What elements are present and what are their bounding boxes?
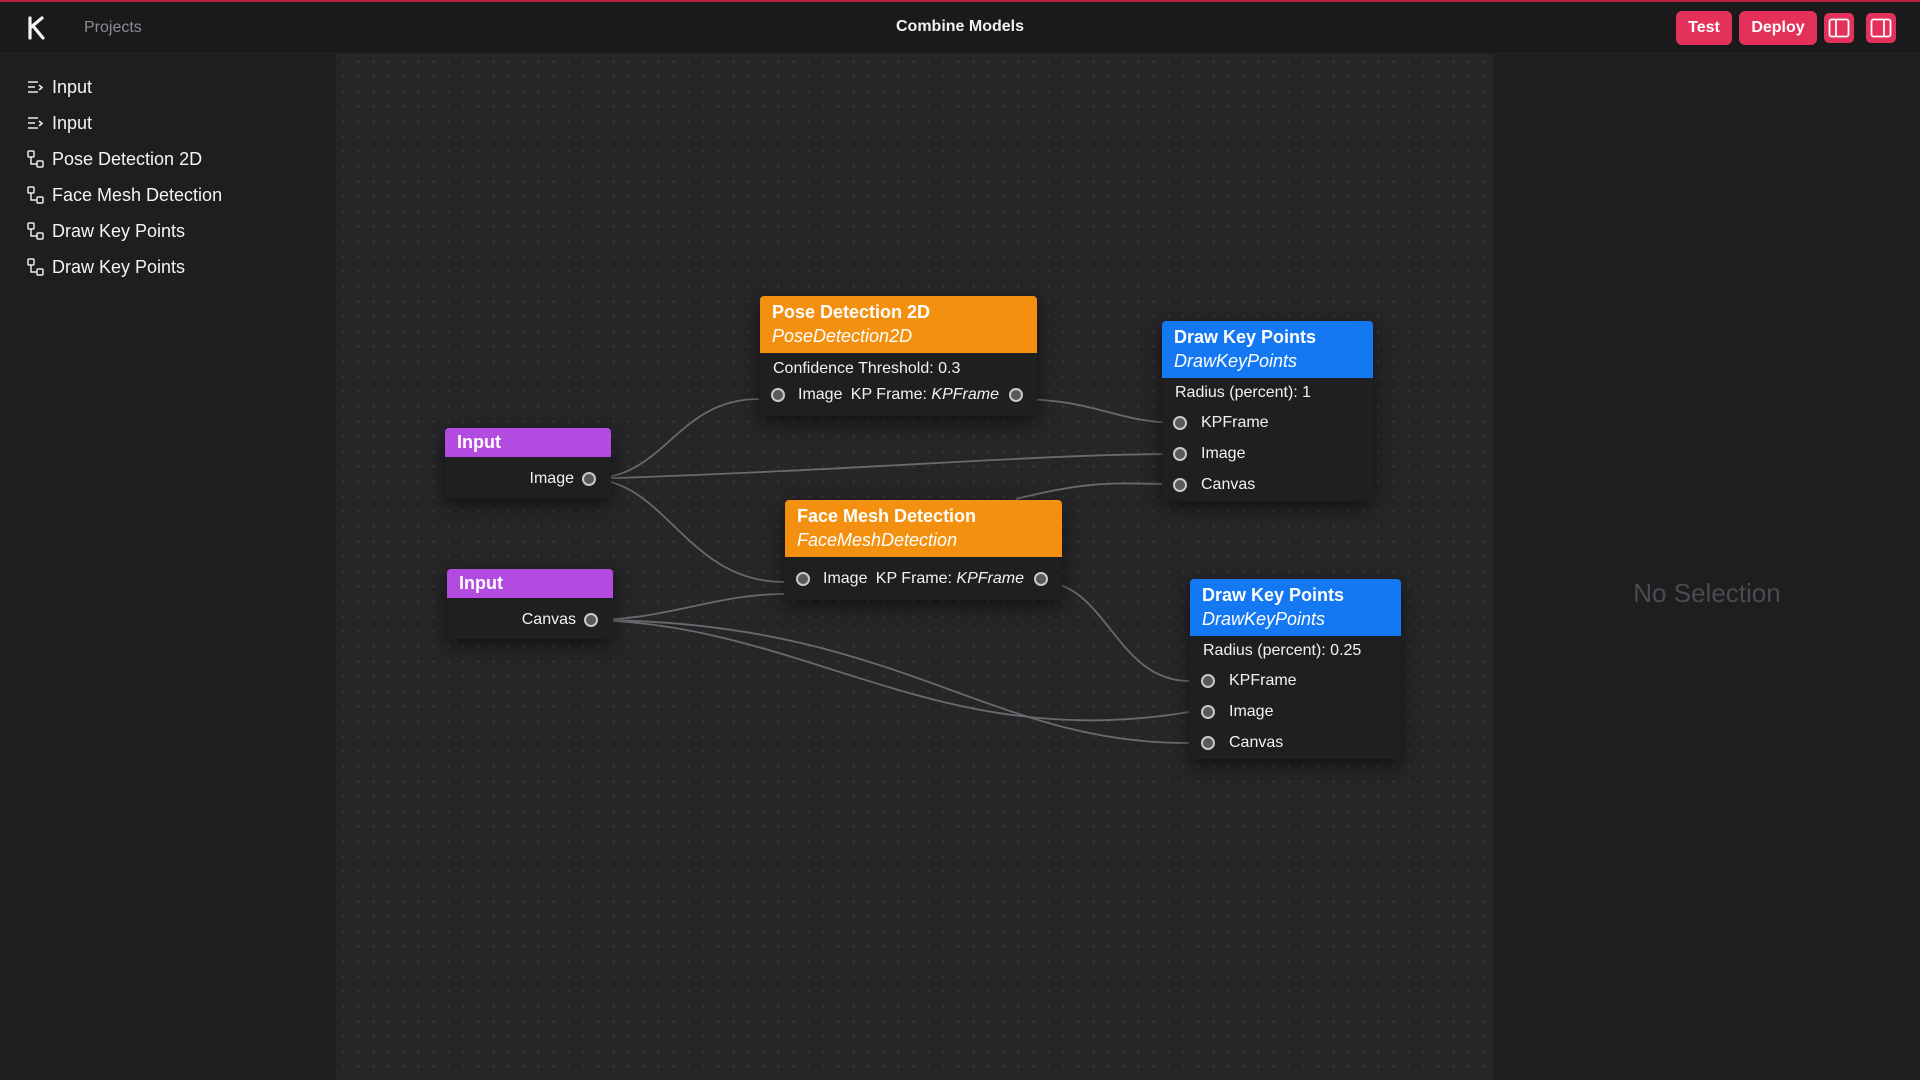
input-node[interactable]: Input Canvas (447, 569, 613, 639)
node-header: Face Mesh Detection FaceMeshDetection (785, 500, 1062, 557)
face-mesh-detection-node[interactable]: Face Mesh Detection FaceMeshDetection Im… (785, 500, 1062, 600)
input-port-image[interactable] (796, 572, 810, 586)
input-port-kpframe[interactable] (1173, 416, 1187, 430)
model-node-icon (27, 186, 44, 204)
node-title: Face Mesh Detection (797, 506, 977, 526)
port-label-prefix: KP Frame: (875, 570, 957, 587)
node-header: Draw Key Points DrawKeyPoints (1162, 321, 1373, 378)
sidebar-item-label: Draw Key Points (52, 256, 186, 277)
node-type: DrawKeyPoints (1202, 609, 1326, 629)
sidebar-item-label: Pose Detection 2D (52, 148, 203, 169)
port-label: Image (529, 470, 574, 487)
no-selection-text: No Selection (1633, 578, 1781, 608)
connection-edges (588, 398, 1190, 744)
toggle-left-panel-button[interactable] (1824, 13, 1854, 43)
node-header: Pose Detection 2D PoseDetection2D (760, 296, 1037, 353)
port-label: Canvas (521, 611, 576, 628)
node-property: Confidence Threshold: 0.3 (773, 360, 961, 377)
sidebar-item-input[interactable]: Input (26, 107, 92, 139)
node-title: Draw Key Points (1174, 327, 1317, 347)
model-node-icon (27, 222, 44, 240)
port-label: Canvas (1201, 476, 1256, 493)
edge-canvas-to-draw2-canvas (590, 619, 1190, 744)
node-title: Draw Key Points (1202, 585, 1345, 605)
sidebar-item-label: Draw Key Points (52, 220, 186, 241)
app-logo-icon[interactable] (26, 16, 48, 40)
output-port-image[interactable] (582, 472, 596, 486)
edge-canvas-to-draw2-image (590, 619, 1190, 722)
edge-image-to-pose (588, 398, 760, 480)
edge-pose-to-draw1 (1015, 398, 1181, 424)
edge-image-to-draw1-image (588, 453, 1181, 480)
port-label: KP Frame: KPFrame (851, 386, 999, 404)
port-label: Image (1229, 703, 1274, 720)
model-node-icon (27, 150, 44, 168)
page-title: Combine Models (895, 18, 1024, 35)
sidebar-item-input[interactable]: Input (26, 71, 92, 103)
node-list-sidebar: Input Input Pose Detection 2D Face Mesh … (10, 54, 336, 1080)
draw-key-points-node[interactable]: Draw Key Points DrawKeyPoints Radius (pe… (1190, 579, 1401, 759)
input-port-image[interactable] (1173, 447, 1187, 461)
node-type: DrawKeyPoints (1174, 351, 1298, 371)
input-port-canvas[interactable] (1173, 478, 1187, 492)
edge-face-to-draw2-kpframe (1041, 581, 1190, 682)
sidebar-item-pose-detection[interactable]: Pose Detection 2D (26, 143, 202, 175)
node-type: PoseDetection2D (772, 326, 913, 346)
left-panel-toggle-icon (1828, 18, 1850, 38)
edge-image-to-face (588, 478, 785, 583)
right-panel-toggle-icon (1870, 18, 1892, 38)
pose-detection-node[interactable]: Pose Detection 2D PoseDetection2D Confid… (760, 296, 1037, 416)
node-title: Pose Detection 2D (772, 302, 931, 322)
node-property: Radius (percent): 0.25 (1203, 642, 1362, 659)
port-type: KPFrame (956, 570, 1024, 587)
sidebar-item-draw-key-points[interactable]: Draw Key Points (26, 215, 185, 247)
toggle-right-panel-button[interactable] (1866, 13, 1896, 43)
test-button[interactable]: Test (1676, 11, 1732, 45)
node-header: Input (447, 569, 613, 598)
input-port-kpframe[interactable] (1201, 674, 1215, 688)
node-type: FaceMeshDetection (797, 530, 958, 550)
input-port-image[interactable] (1201, 705, 1215, 719)
input-node[interactable]: Input Image (445, 428, 611, 498)
sidebar-item-draw-key-points[interactable]: Draw Key Points (26, 251, 185, 283)
port-type: KPFrame (931, 386, 999, 403)
sidebar-item-face-mesh[interactable]: Face Mesh Detection (26, 179, 222, 211)
output-port-kpframe[interactable] (1009, 388, 1023, 402)
node-header: Input (445, 428, 611, 457)
top-bar: Projects Combine Models Test Deploy (0, 0, 1920, 54)
port-label: Image (1201, 445, 1246, 462)
model-node-icon (27, 258, 44, 276)
edge-face-to-draw1-canvas (1015, 482, 1181, 500)
input-icon (28, 81, 44, 93)
port-label: KPFrame (1229, 672, 1297, 689)
sidebar-item-label: Input (52, 112, 93, 133)
port-label: KPFrame (1201, 414, 1269, 431)
output-port-kpframe[interactable] (1034, 572, 1048, 586)
graph-canvas[interactable]: Input Image Input Canvas Pose Detection … (336, 54, 1494, 1080)
sidebar-item-label: Input (52, 76, 93, 97)
node-title: Input (457, 432, 501, 452)
sidebar-item-label: Face Mesh Detection (52, 184, 223, 205)
port-label: Canvas (1229, 734, 1284, 751)
node-title: Input (459, 573, 503, 593)
node-property: Radius (percent): 1 (1175, 384, 1312, 401)
node-header: Draw Key Points DrawKeyPoints (1190, 579, 1401, 636)
projects-link[interactable]: Projects (84, 19, 142, 36)
port-label: Image (823, 570, 868, 587)
port-label: KP Frame: KPFrame (876, 570, 1024, 588)
input-port-image[interactable] (771, 388, 785, 402)
draw-key-points-node[interactable]: Draw Key Points DrawKeyPoints Radius (pe… (1162, 321, 1373, 501)
port-label-prefix: KP Frame: (850, 386, 932, 403)
input-port-canvas[interactable] (1201, 736, 1215, 750)
deploy-button[interactable]: Deploy (1739, 11, 1817, 45)
port-label: Image (798, 386, 843, 403)
output-port-canvas[interactable] (584, 613, 598, 627)
input-icon (28, 117, 44, 129)
edge-canvas-to-face (590, 593, 785, 621)
properties-panel: No Selection (1494, 54, 1920, 1080)
